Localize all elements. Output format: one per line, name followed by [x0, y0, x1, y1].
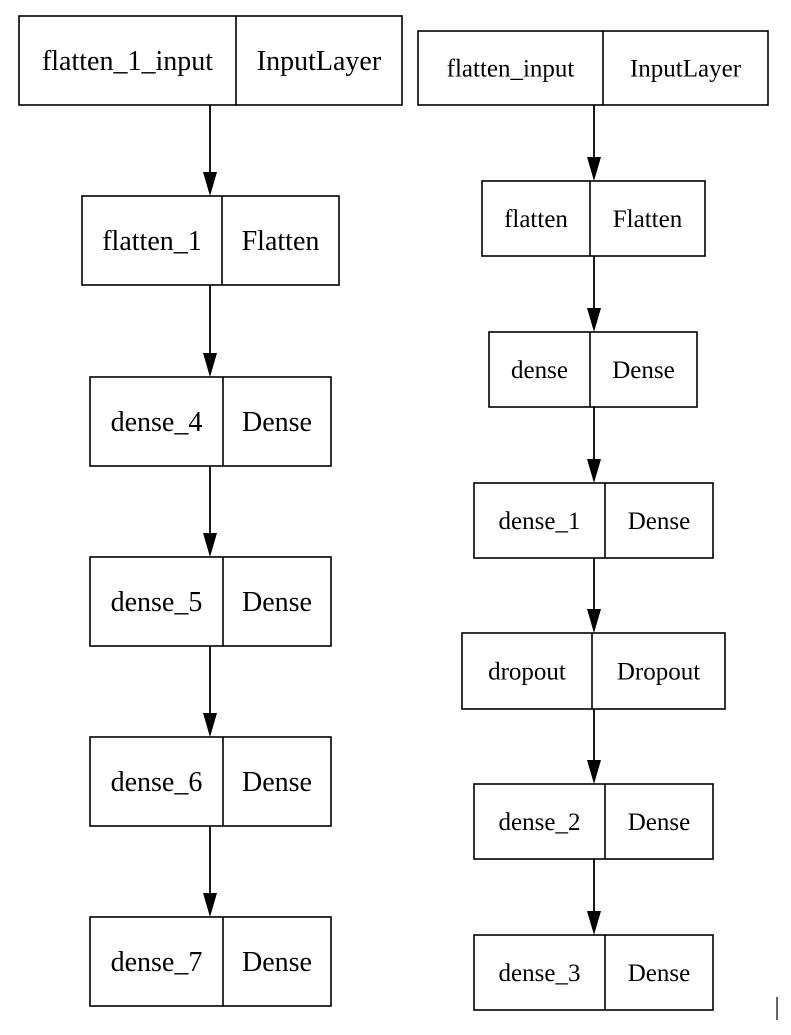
- edge-arrow: [203, 466, 217, 557]
- layer-box: [461, 632, 726, 710]
- layer-type: Dense: [628, 508, 690, 535]
- model-diagram-2: flatten_input InputLayer flatten Flatten den…: [417, 30, 769, 1011]
- layer-name: dense_4: [111, 407, 203, 438]
- layer-box: [81, 195, 340, 286]
- layer-node: flatten_1_input InputLayer: [18, 15, 403, 106]
- edge-arrow: [203, 105, 217, 196]
- layer-type: Dense: [242, 407, 312, 438]
- layer-type: Flatten: [242, 226, 320, 257]
- layer-box: [481, 180, 706, 257]
- layer-box: [488, 331, 698, 408]
- layer-node: dense_6 Dense: [89, 736, 332, 827]
- layer-node: dense_1 Dense: [473, 482, 714, 559]
- layer-name: dense_3: [499, 960, 581, 987]
- layer-node: dense Dense: [488, 331, 698, 408]
- layer-name: dense_6: [111, 767, 203, 798]
- layer-name: dense_5: [111, 587, 203, 618]
- layer-type: Dropout: [617, 659, 700, 686]
- layer-type: Dense: [242, 767, 312, 798]
- layer-node: dense_2 Dense: [473, 783, 714, 860]
- layer-name: dense_2: [499, 809, 581, 836]
- layer-node: flatten_1 Flatten: [81, 195, 340, 286]
- layer-box: [473, 482, 714, 559]
- edge-arrow: [587, 105, 601, 181]
- layer-box: [89, 916, 332, 1007]
- edge-arrow: [587, 407, 601, 483]
- layer-type: Dense: [628, 960, 690, 987]
- layer-type: Flatten: [613, 206, 683, 233]
- layer-box: [473, 783, 714, 860]
- edge-arrow: [587, 709, 601, 784]
- layer-name: dense: [511, 357, 568, 384]
- layer-node: dense_7 Dense: [89, 916, 332, 1007]
- layer-name: dropout: [488, 659, 566, 686]
- layer-node: dense_5 Dense: [89, 556, 332, 647]
- layer-name: flatten_1: [102, 226, 202, 257]
- layer-name: dense_7: [111, 947, 203, 978]
- edge-arrow: [587, 859, 601, 935]
- layer-box: [18, 15, 403, 106]
- layer-box: [89, 556, 332, 647]
- layer-box: [417, 30, 769, 106]
- layer-node: dense_4 Dense: [89, 376, 332, 467]
- layer-name: flatten_1_input: [42, 46, 213, 77]
- layer-type: Dense: [242, 947, 312, 978]
- layer-node: dense_3 Dense: [473, 934, 714, 1011]
- layer-type: InputLayer: [630, 56, 742, 83]
- layer-box: [473, 934, 714, 1011]
- layer-box: [89, 736, 332, 827]
- edge-arrow: [203, 826, 217, 917]
- layer-type: Dense: [242, 587, 312, 618]
- layer-name: flatten_input: [447, 56, 575, 83]
- layer-type: Dense: [628, 809, 690, 836]
- edge-arrow: [203, 285, 217, 377]
- edge-arrow: [587, 558, 601, 633]
- layer-name: flatten: [504, 206, 568, 233]
- layer-node: dropout Dropout: [461, 632, 726, 710]
- layer-node: flatten Flatten: [481, 180, 706, 257]
- layer-type: Dense: [612, 357, 674, 384]
- edge-arrow: [203, 646, 217, 737]
- model-diagram-1: flatten_1_input InputLayer flatten_1 Flatte…: [18, 15, 403, 1007]
- layer-box: [89, 376, 332, 467]
- layer-node: flatten_input InputLayer: [417, 30, 769, 106]
- layer-name: dense_1: [499, 508, 581, 535]
- edge-arrow: [587, 256, 601, 332]
- layer-type: InputLayer: [257, 46, 382, 77]
